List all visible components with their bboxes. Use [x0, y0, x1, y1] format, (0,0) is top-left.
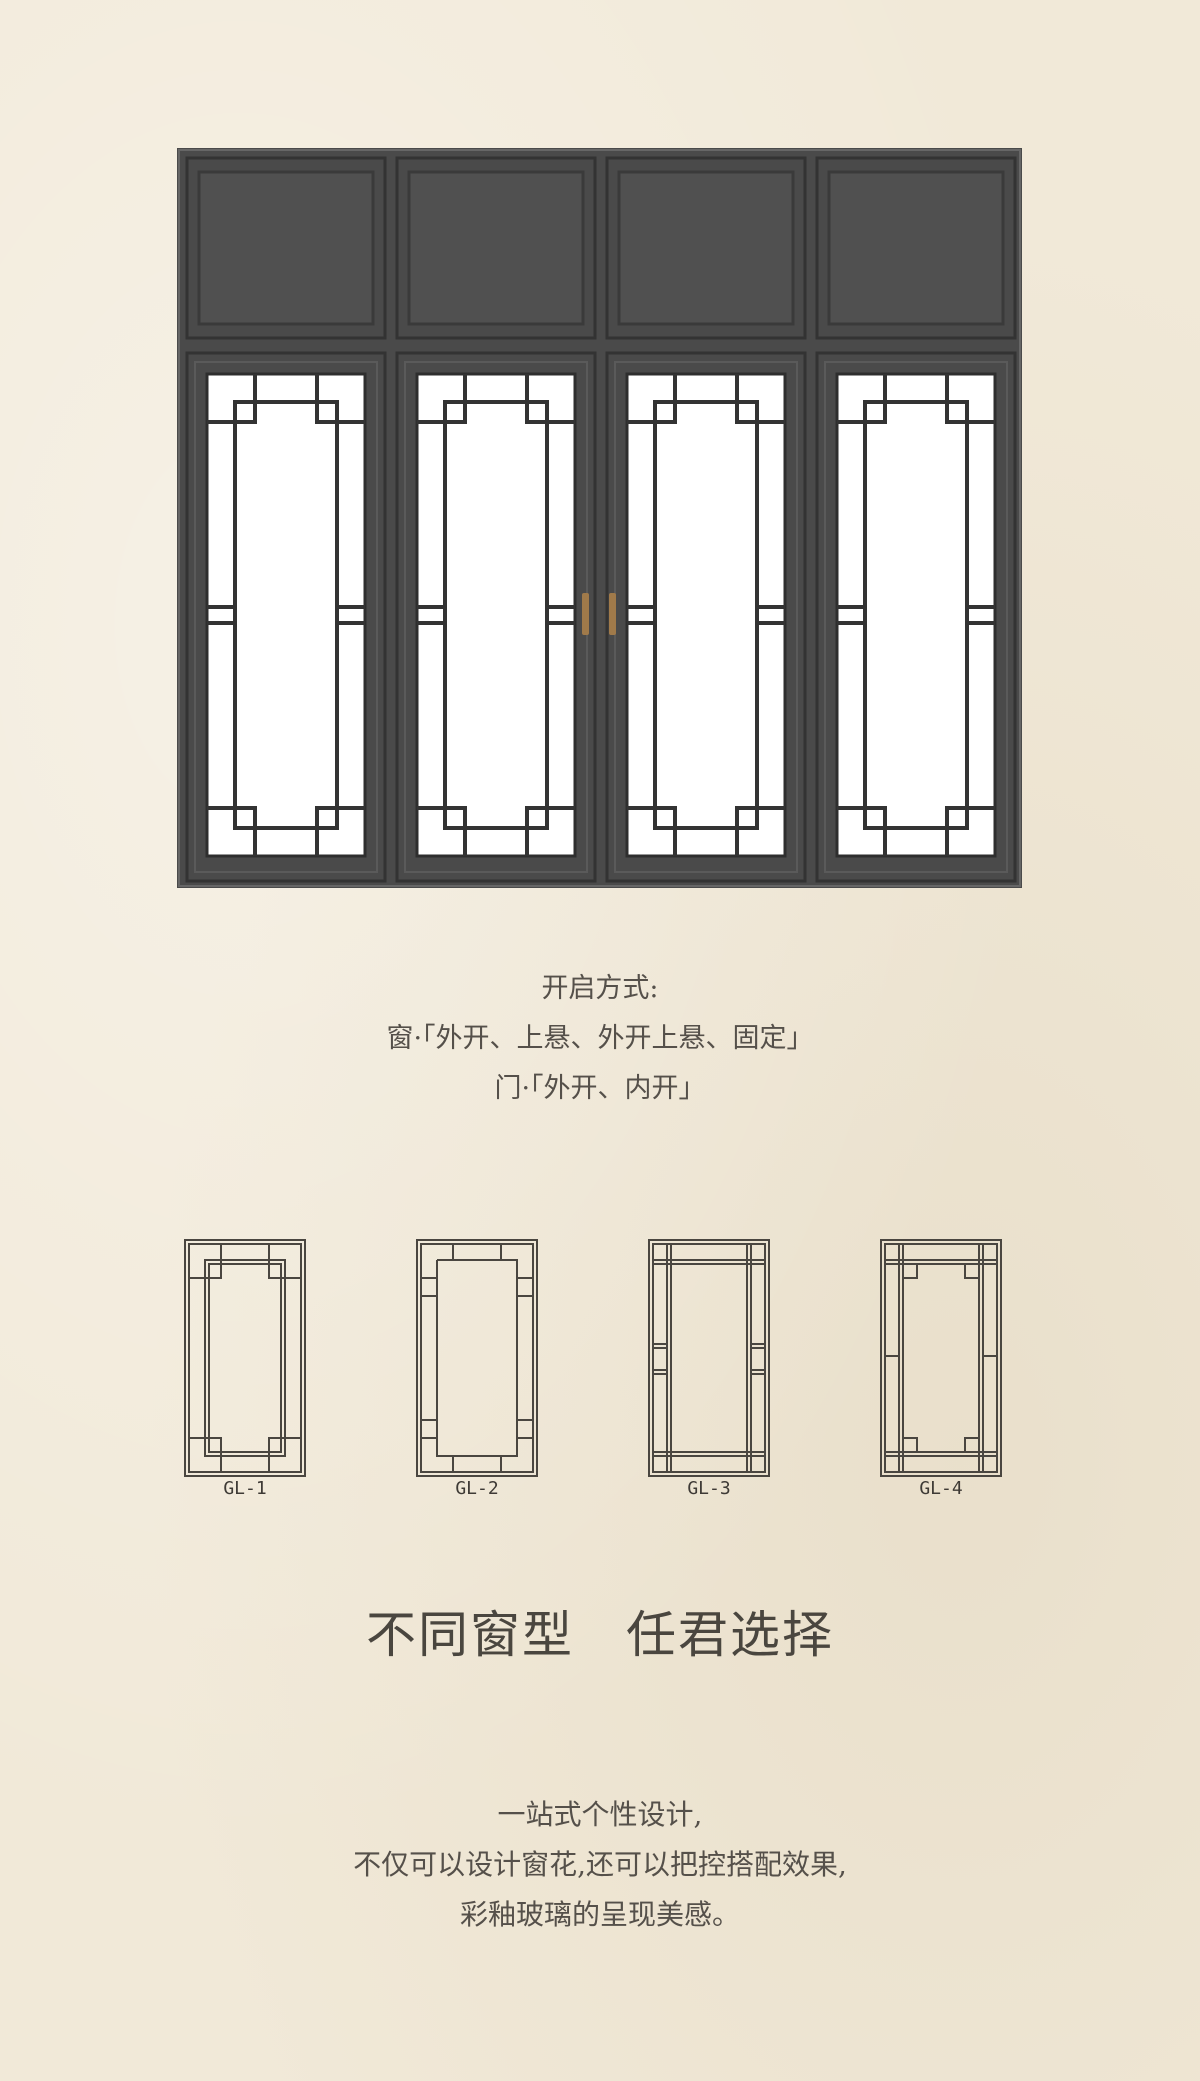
glass-grille [207, 374, 365, 856]
door-leaf-molding [824, 361, 1008, 873]
grille-drawing-gl-2 [416, 1239, 538, 1477]
door-handle-left [582, 593, 589, 635]
grille-drawing-gl-4 [880, 1239, 1002, 1477]
frame-edge [178, 149, 1021, 887]
glass-grille [627, 374, 785, 856]
glass-grille [417, 374, 575, 856]
grille-type-gl-3: GL-3 [647, 1238, 771, 1499]
description-line: 一站式个性设计, [497, 1798, 703, 1831]
grille-drawing-gl-1 [184, 1239, 306, 1477]
glass-pane [205, 372, 367, 858]
glass-pane [835, 372, 997, 858]
description: 一站式个性设计, 不仅可以设计窗花,还可以把控搭配效果, 彩釉玻璃的呈现美感。 [0, 1790, 1200, 1940]
opening-window-line: 窗·「外开、上悬、外开上悬、固定」 [386, 1023, 814, 1054]
grille-type-gl-4: GL-4 [879, 1238, 1003, 1499]
grille-type-gl-2: GL-2 [415, 1238, 539, 1499]
grille-type-gl-1: GL-1 [183, 1238, 307, 1499]
grille-drawing-gl-3 [648, 1239, 770, 1477]
glass-pane [415, 372, 577, 858]
transom-inset [827, 170, 1005, 326]
description-line: 不仅可以设计窗花,还可以把控搭配效果, [353, 1848, 847, 1881]
transom-inset [617, 170, 795, 326]
glass-grille [837, 374, 995, 856]
transom-inset [407, 170, 585, 326]
headline: 不同窗型 任君选择 [366, 1606, 834, 1664]
description-line: 彩釉玻璃的呈现美感。 [459, 1898, 740, 1931]
glass-pane [625, 372, 787, 858]
opening-heading: 开启方式: [541, 973, 659, 1004]
opening-door-line: 门·「外开、内开」 [494, 1073, 706, 1104]
grille-label: GL-3 [687, 1478, 731, 1499]
grille-label: GL-1 [223, 1478, 267, 1499]
grille-label: GL-4 [919, 1478, 963, 1499]
door-handle-right [609, 593, 616, 635]
window-door-illustration [177, 148, 1022, 888]
opening-methods: 开启方式: 窗·「外开、上悬、外开上悬、固定」 门·「外开、内开」 [0, 964, 1200, 1114]
grille-label: GL-2 [455, 1478, 499, 1499]
door-leaf-molding [194, 361, 378, 873]
transom-inset [197, 170, 375, 326]
